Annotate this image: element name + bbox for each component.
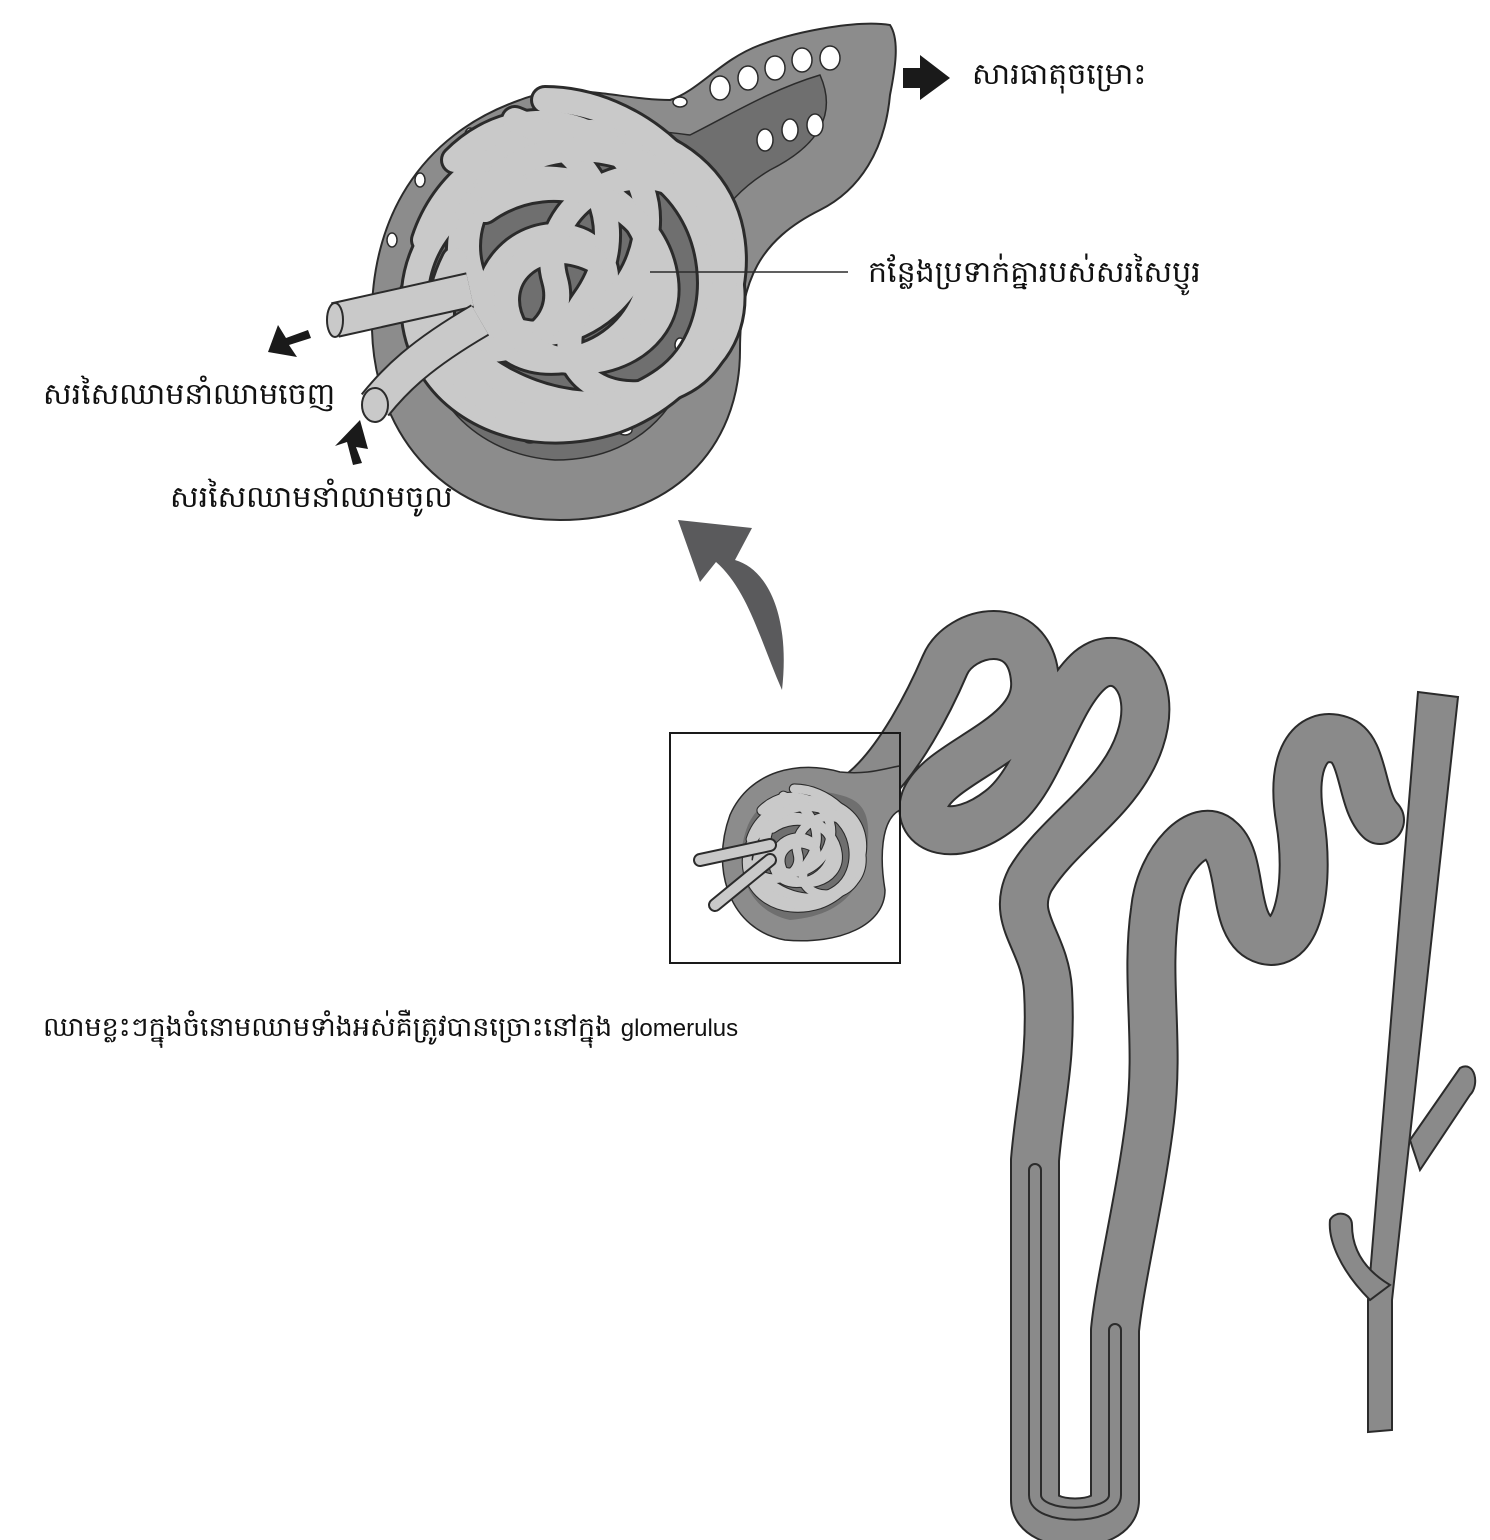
label-efferent-arteriole: សរសៃឈាមនាំឈាមចេញ	[43, 377, 336, 412]
glomerulus-large	[326, 22, 897, 522]
label-capillary-network: កន្លែងប្រទាក់គ្នារបស់សរសៃប្ញូរ	[868, 255, 1201, 290]
efferent-arrow	[268, 325, 311, 357]
waste-arrow	[903, 55, 950, 100]
zoom-arrow	[678, 520, 784, 690]
caption-khmer: ឈាមខ្លះៗក្នុងចំនោមឈាមទាំងអស់គឺត្រូវបានច្…	[43, 1012, 613, 1043]
label-afferent-arteriole: សរសៃឈាមនាំឈាមចូល	[170, 480, 453, 515]
inset-glomerulus	[669, 732, 901, 964]
renal-tubule	[840, 610, 1405, 1540]
caption-term: glomerulus	[620, 1015, 739, 1042]
flow-arrows	[268, 55, 950, 465]
afferent-arrow	[335, 420, 368, 465]
diagram-caption: ឈាមខ្លះៗក្នុងចំនោមឈាមទាំងអស់គឺត្រូវបានច្…	[43, 1014, 738, 1041]
label-waste: សារធាតុចម្រោះ	[972, 57, 1147, 92]
collecting-duct	[1328, 690, 1477, 1434]
